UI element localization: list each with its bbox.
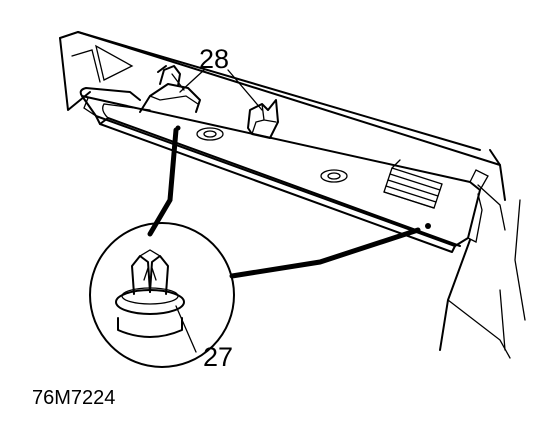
push-fastener-27 [115,249,197,353]
vent-grille [383,159,443,209]
retaining-clip-28-left [139,65,201,113]
trim-panel [79,87,489,253]
mounting-holes [175,125,431,229]
leader-lines [179,69,263,111]
detail-magnifier [89,127,421,368]
figure-reference: 76M7224 [32,387,115,409]
callout-27: 27 [203,342,233,372]
retaining-clip-28-right [247,99,279,139]
cabin-background [59,31,526,359]
callout-28: 28 [199,44,229,74]
